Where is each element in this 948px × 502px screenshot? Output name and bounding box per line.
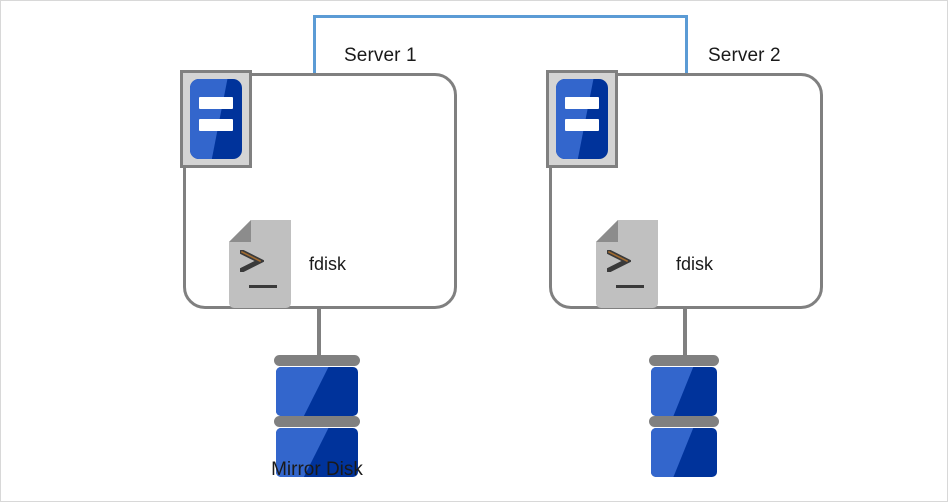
disk-bar-middle: [649, 416, 719, 427]
disk-platter-1: [651, 367, 717, 416]
server-2-disk-stack-icon[interactable]: [649, 355, 719, 487]
server-1-fdisk-label: fdisk: [309, 253, 347, 274]
server-2-label: Server 2: [708, 45, 781, 66]
interconnect-top-line: [313, 15, 688, 18]
server-icon-slot-1: [565, 97, 599, 109]
disk-platter-2: [276, 428, 358, 477]
server-icon-body: [190, 79, 242, 159]
terminal-document-icon: [596, 220, 658, 308]
server-1-disk-stack-icon[interactable]: [274, 355, 360, 487]
server-1-fdisk-group[interactable]: fdisk: [229, 220, 346, 308]
server-icon-body: [556, 79, 608, 159]
disk-platter-1-highlight: [276, 367, 329, 416]
server-icon-slot-2: [199, 119, 233, 131]
server-2-disk-stem: [683, 309, 687, 355]
prompt-cursor-icon: [616, 285, 644, 288]
prompt-chevron-icon: [607, 250, 631, 272]
server-icon-slot-2: [565, 119, 599, 131]
disk-platter-1-highlight: [651, 367, 694, 416]
document-fold-corner: [596, 220, 618, 242]
disk-platter-2-highlight: [651, 428, 694, 477]
disk-bar-middle: [274, 416, 360, 427]
interconnect-left-drop: [313, 15, 316, 73]
server-2-server-icon: [546, 70, 618, 168]
document-fold-corner: [229, 220, 251, 242]
server-icon-slot-1: [199, 97, 233, 109]
disk-platter-1: [276, 367, 358, 416]
disk-platter-2: [651, 428, 717, 477]
terminal-document-icon: [229, 220, 291, 308]
server-1-disk-stem: [317, 309, 321, 355]
server-2-fdisk-label: fdisk: [676, 253, 714, 274]
interconnect-right-drop: [685, 15, 688, 73]
server-1-server-icon: [180, 70, 252, 168]
server-2-fdisk-group[interactable]: fdisk: [596, 220, 713, 308]
server-1-label: Server 1: [344, 45, 417, 66]
prompt-cursor-icon: [249, 285, 277, 288]
disk-bar-top: [649, 355, 719, 366]
prompt-chevron-icon: [240, 250, 264, 272]
mirror-disk-label: Mirror Disk: [271, 459, 363, 480]
disk-bar-top: [274, 355, 360, 366]
